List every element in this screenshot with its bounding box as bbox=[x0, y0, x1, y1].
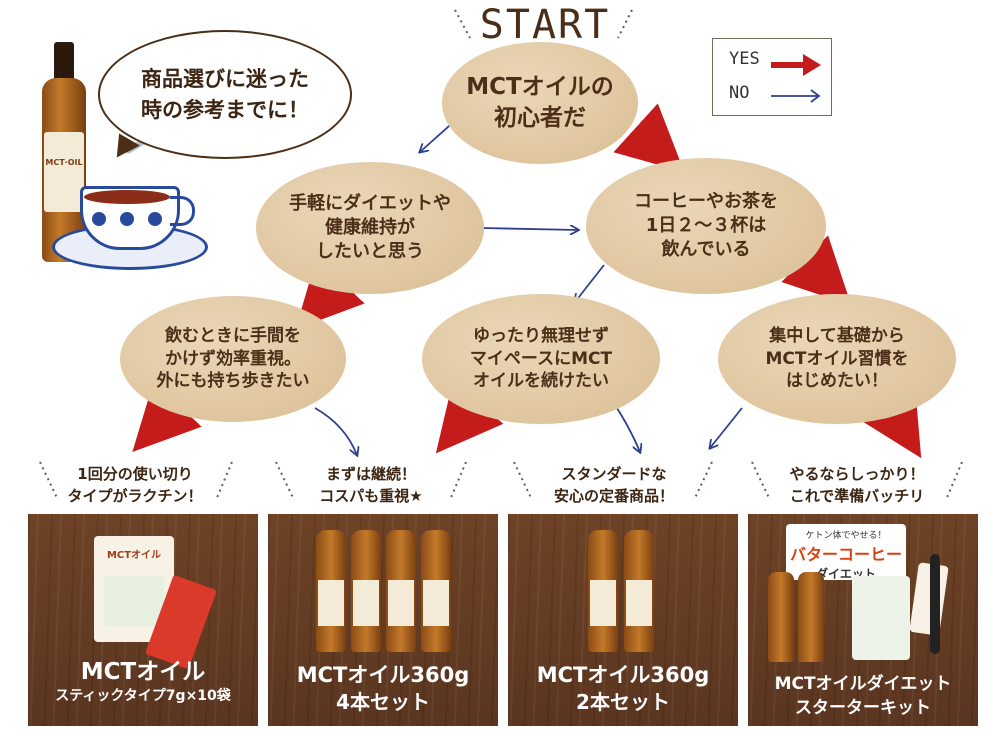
kit-pouch-image bbox=[909, 562, 949, 636]
bottle-label: MCT·OIL bbox=[45, 158, 83, 167]
result-sub-3: 2本セット bbox=[576, 690, 670, 714]
result-caption-1: 1回分の使い切り タイプがラクチン！ bbox=[67, 465, 203, 505]
result-caption-3: スタンダードな 安心の定番商品！ bbox=[553, 465, 674, 505]
result-sub-1: スティックタイプ7g×10袋 bbox=[55, 688, 231, 704]
node-q1: MCTオイルの 初心者だ bbox=[442, 42, 638, 164]
result-sub-2: 4本セット bbox=[336, 690, 430, 714]
node-q4: 飲むときに手間を かけず効率重視。 外にも持ち歩きたい bbox=[120, 296, 346, 422]
result-panel-starter-kit[interactable]: ケトン体でやせる！ バターコーヒー ダイエット MCTオイルダイエット スタータ… bbox=[748, 514, 978, 726]
mct-oil-bottle-illustration: MCT·OIL bbox=[38, 42, 90, 262]
result-panel-4set[interactable]: MCTオイル360g 4本セット bbox=[268, 514, 498, 726]
node-q2: 手軽にダイエットや 健康維持が したいと思う bbox=[256, 162, 484, 294]
node-q3: コーヒーやお茶を 1日２～３杯は 飲んでいる bbox=[586, 158, 826, 294]
kit-cup-image bbox=[852, 576, 910, 660]
no-arrow-icon bbox=[771, 89, 821, 103]
result-name-2: MCTオイル360g bbox=[296, 663, 470, 687]
yes-arrows bbox=[132, 103, 922, 459]
node-q6: 集中して基礎から MCTオイル習慣を はじめたい！ bbox=[718, 294, 956, 424]
node-q5: ゆったり無理せず マイペースにMCT オイルを続けたい bbox=[422, 294, 660, 424]
speech-text: 商品選びに迷った 時の参考までに！ bbox=[141, 67, 309, 122]
speech-bubble: 商品選びに迷った 時の参考までに！ bbox=[98, 30, 352, 159]
result-name-4: MCTオイルダイエット bbox=[774, 674, 952, 694]
kit-bottle-1-image bbox=[768, 572, 794, 662]
result-sub-4: スターターキット bbox=[795, 698, 931, 718]
bottles-4-image bbox=[316, 530, 452, 656]
result-panel-stick[interactable]: MCTオイル MCTオイル スティックタイプ7g×10袋 bbox=[28, 514, 258, 726]
result-name-3: MCTオイル360g bbox=[536, 663, 710, 687]
result-name-1: MCTオイル bbox=[80, 659, 206, 685]
result-caption-2: まずは継続！ コスパも重視★ bbox=[319, 465, 423, 505]
yes-arrow-icon bbox=[771, 54, 821, 76]
book-image: ケトン体でやせる！ バターコーヒー ダイエット bbox=[786, 524, 906, 581]
tea-cup-illustration bbox=[52, 178, 208, 270]
result-caption-4: やるならしっかり！ これで準備バッチリ bbox=[789, 465, 925, 505]
start-label: START bbox=[479, 2, 611, 48]
kit-bottle-2-image bbox=[798, 572, 824, 662]
bottles-2-image bbox=[588, 530, 658, 656]
legend: YES NO bbox=[712, 38, 832, 116]
kit-frother-image bbox=[930, 554, 940, 654]
legend-no-label: NO bbox=[729, 83, 750, 103]
no-arrows bbox=[314, 117, 743, 455]
result-panel-2set[interactable]: MCTオイル360g 2本セット bbox=[508, 514, 738, 726]
legend-yes-label: YES bbox=[729, 49, 760, 69]
